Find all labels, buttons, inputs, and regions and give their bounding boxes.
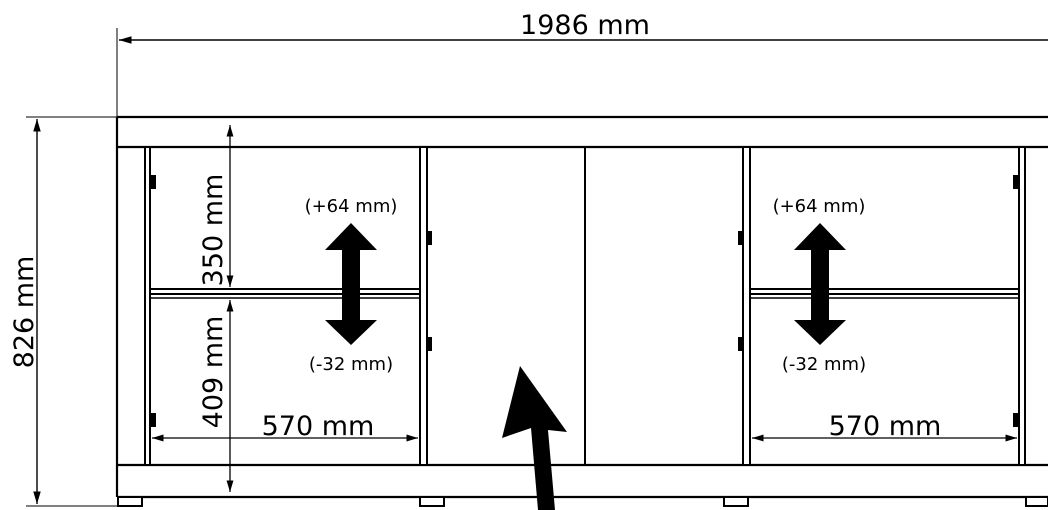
hinges	[151, 175, 1018, 427]
hinge-icon	[738, 337, 742, 351]
feet	[117, 496, 1048, 507]
double-headed-vertical-arrow-icon	[794, 223, 846, 345]
hinge-icon	[738, 231, 742, 245]
foot	[117, 496, 143, 507]
foot	[723, 496, 749, 507]
left-side-panel	[144, 146, 151, 466]
divider-panel-1	[419, 146, 428, 466]
large-up-arrow-icon	[502, 366, 567, 510]
overall-width-label: 1986 mm	[520, 10, 650, 41]
overall-width-dimension: 1986 mm	[116, 10, 1048, 118]
hinge-icon	[428, 337, 432, 351]
hinge-icon	[151, 413, 156, 427]
left-up-adjustment-label: (+64 mm)	[305, 196, 398, 217]
overall-height-dimension: 826 mm	[9, 116, 117, 507]
left-down-adjustment-label: (-32 mm)	[309, 354, 393, 375]
foot	[1025, 496, 1048, 507]
left-shelf	[150, 288, 420, 299]
right-shelf	[750, 288, 1019, 299]
right-inner-width-label: 570 mm	[829, 411, 942, 442]
foot	[419, 496, 445, 507]
left-shelf-adjustment: (+64 mm) (-32 mm)	[305, 196, 398, 375]
hinge-icon	[1013, 413, 1018, 427]
cabinet-carcass	[115, 115, 1048, 507]
hinge-icon	[428, 231, 432, 245]
shelf-height-dimensions: 350 mm 409 mm	[198, 124, 234, 492]
double-headed-vertical-arrow-icon	[325, 223, 377, 345]
hinge-icon	[151, 175, 156, 189]
right-up-adjustment-label: (+64 mm)	[773, 196, 866, 217]
inner-width-dimensions: 570 mm 570 mm	[152, 411, 1017, 442]
right-side-panel	[1018, 146, 1026, 466]
right-down-adjustment-label: (-32 mm)	[782, 354, 866, 375]
upper-shelf-height-label: 350 mm	[198, 174, 229, 287]
left-inner-width-label: 570 mm	[262, 411, 375, 442]
right-shelf-adjustment: (+64 mm) (-32 mm)	[773, 196, 867, 375]
lower-shelf-height-label: 409 mm	[198, 316, 229, 429]
overall-height-label: 826 mm	[9, 256, 40, 369]
hinge-icon	[1013, 175, 1018, 189]
divider-panel-2	[742, 146, 751, 466]
